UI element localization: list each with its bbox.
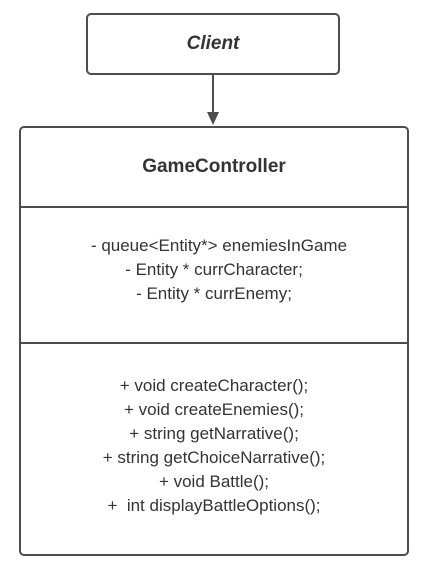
method-line: + string getNarrative();: [129, 424, 299, 443]
attributes-section: - queue<Entity*> enemiesInGame - Entity …: [21, 208, 407, 344]
class-name-section: GameController: [21, 128, 407, 208]
attribute-line: - Entity * currCharacter;: [125, 260, 303, 279]
method-line: + void createCharacter();: [119, 376, 309, 395]
class-box-gamecontroller[interactable]: GameController - queue<Entity*> enemiesI…: [19, 126, 409, 556]
method-line: + string getChoiceNarrative();: [102, 448, 326, 467]
class-name: GameController: [142, 156, 286, 177]
client-box[interactable]: Client: [86, 13, 340, 75]
client-label: Client: [186, 33, 240, 54]
method-line: + void Battle();: [158, 472, 270, 491]
attribute-line: - Entity * currEnemy;: [136, 284, 292, 303]
method-line: + void createEnemies();: [124, 400, 304, 419]
method-line: + int displayBattleOptions();: [107, 496, 321, 515]
attribute-line: - queue<Entity*> enemiesInGame: [90, 236, 348, 255]
arrowhead-icon: [207, 112, 219, 125]
methods-section: + void createCharacter(); + void createE…: [21, 344, 407, 554]
